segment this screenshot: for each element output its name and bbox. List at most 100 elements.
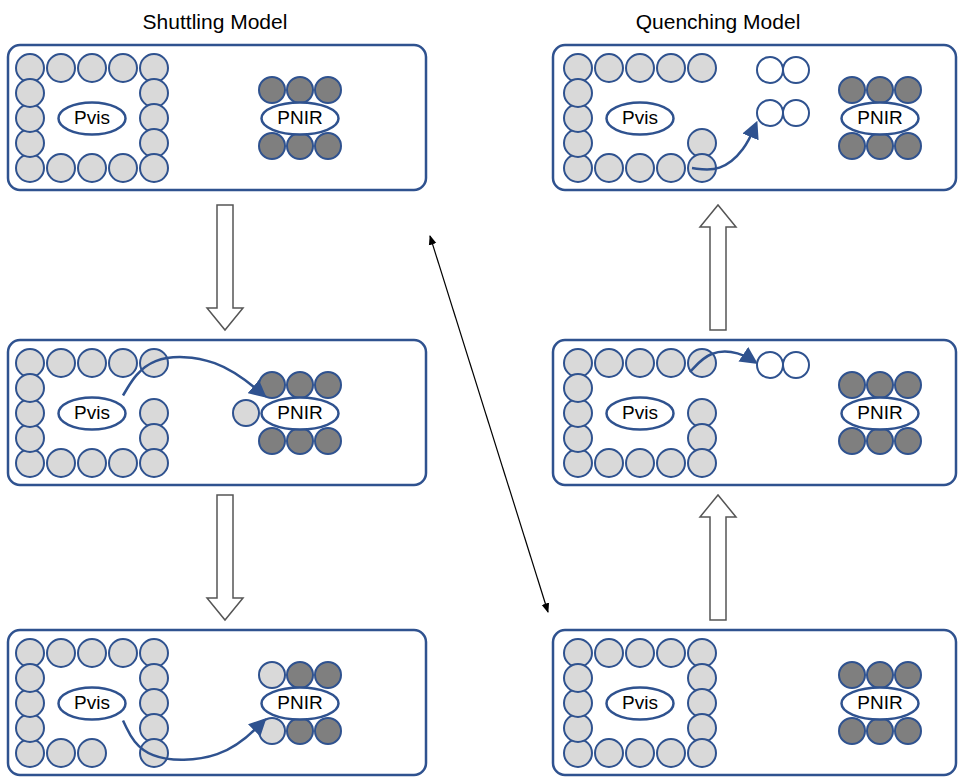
model-title: Shuttling Model (143, 10, 288, 34)
pigment-label: Pvis (74, 107, 110, 130)
antenna-circle (16, 374, 44, 402)
state-panel (8, 340, 426, 485)
antenna-circle (626, 639, 654, 667)
antenna-circle (315, 718, 341, 744)
antenna-circle (109, 639, 137, 667)
antenna-circle (688, 424, 716, 452)
antenna-circle (595, 54, 623, 82)
antenna-circle (315, 77, 341, 103)
antenna-circle (564, 639, 592, 667)
antenna-circle (595, 349, 623, 377)
pigment-ellipse: PNIR (840, 101, 920, 136)
release-arrow (690, 352, 755, 372)
antenna-circle (315, 133, 341, 159)
antenna-circle (564, 424, 592, 452)
antenna-circle (757, 100, 783, 126)
antenna-circle (757, 352, 783, 378)
antenna-circle (688, 449, 716, 477)
ellipse-shape (262, 102, 339, 134)
pigment-ellipse: Pvis (57, 396, 127, 431)
pigment-ellipse: PNIR (260, 396, 340, 431)
antenna-circle (109, 449, 137, 477)
transition-arrow (207, 205, 243, 330)
state-panel (553, 340, 956, 485)
antenna-circle (564, 664, 592, 692)
ellipse-shape (59, 102, 126, 134)
ellipse-shape (607, 397, 674, 429)
antenna-circle (564, 154, 592, 182)
antenna-circle (140, 424, 168, 452)
ellipse-shape (842, 102, 919, 134)
release-arrow (692, 124, 756, 170)
antenna-circle (140, 449, 168, 477)
pigment-ellipse: Pvis (605, 101, 675, 136)
antenna-circle (287, 718, 313, 744)
pigment-ellipse: PNIR (260, 686, 340, 721)
antenna-circle (140, 739, 168, 767)
transition-arrow (700, 205, 736, 330)
antenna-circle (626, 54, 654, 82)
antenna-circle (109, 154, 137, 182)
antenna-circle (595, 449, 623, 477)
antenna-circle (16, 424, 44, 452)
state-panel (8, 45, 426, 190)
antenna-circle (895, 133, 921, 159)
transition-arrow (700, 495, 736, 620)
antenna-circle (895, 77, 921, 103)
antenna-circle (16, 129, 44, 157)
antenna-circle (16, 54, 44, 82)
state-panel (553, 630, 956, 775)
antenna-circle (47, 639, 75, 667)
pigment-ellipse: PNIR (840, 686, 920, 721)
pigment-ellipse: Pvis (605, 396, 675, 431)
antenna-circle (259, 133, 285, 159)
antenna-circle (140, 714, 168, 742)
antenna-circle (16, 104, 44, 132)
antenna-circle (259, 77, 285, 103)
antenna-circle (78, 739, 106, 767)
antenna-circle (839, 428, 865, 454)
antenna-circle (140, 129, 168, 157)
antenna-circle (16, 639, 44, 667)
antenna-circle (657, 349, 685, 377)
ellipse-shape (262, 397, 339, 429)
antenna-circle (140, 399, 168, 427)
pigment-ellipse: PNIR (260, 101, 340, 136)
pigment-label: Pvis (74, 402, 110, 425)
antenna-circle (47, 449, 75, 477)
antenna-circle (839, 372, 865, 398)
transition-arrow (207, 495, 243, 620)
antenna-circle (140, 154, 168, 182)
ellipse-shape (59, 687, 126, 719)
antenna-circle (140, 54, 168, 82)
antenna-circle (16, 449, 44, 477)
antenna-circle (259, 428, 285, 454)
antenna-circle (688, 689, 716, 717)
antenna-circle (78, 349, 106, 377)
antenna-circle (688, 129, 716, 157)
antenna-circle (626, 349, 654, 377)
antenna-circle (16, 739, 44, 767)
antenna-circle (287, 133, 313, 159)
antenna-circle (564, 374, 592, 402)
antenna-circle (315, 372, 341, 398)
pigment-label: PNIR (277, 402, 322, 425)
antenna-circle (287, 428, 313, 454)
state-panel (553, 45, 956, 190)
antenna-circle (595, 739, 623, 767)
antenna-circle (839, 718, 865, 744)
antenna-circle (16, 714, 44, 742)
ellipse-shape (262, 687, 339, 719)
antenna-circle (783, 57, 809, 83)
ellipse-shape (607, 102, 674, 134)
antenna-circle (895, 372, 921, 398)
antenna-circle (757, 57, 783, 83)
antenna-circle (564, 689, 592, 717)
pigment-ellipse: PNIR (840, 396, 920, 431)
antenna-circle (16, 689, 44, 717)
antenna-circle (783, 100, 809, 126)
antenna-circle (657, 449, 685, 477)
